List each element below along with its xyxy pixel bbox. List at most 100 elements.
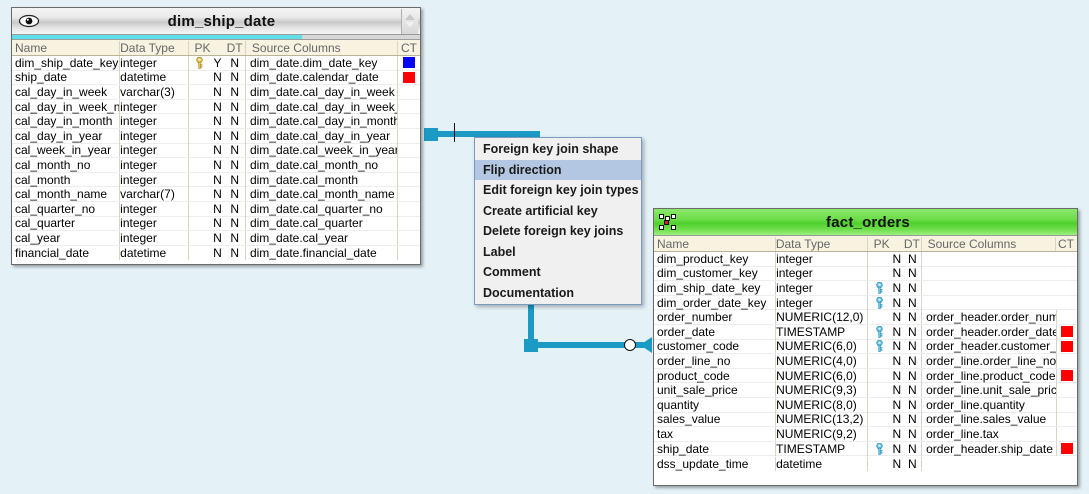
cell-pk-flag: N xyxy=(213,216,222,231)
join-upper-tick xyxy=(454,123,455,142)
change-type-swatch xyxy=(1060,326,1073,338)
cell-key-icon xyxy=(868,296,890,309)
cell-dt-flag: N xyxy=(904,412,923,427)
cell-data-type: integer xyxy=(120,216,189,231)
cell-dt-flag: N xyxy=(224,157,246,172)
menu-item-5[interactable]: Label xyxy=(475,241,641,262)
cell-column-name: cal_month xyxy=(12,172,121,187)
cell-dt-flag: N xyxy=(224,128,246,143)
menu-item-6[interactable]: Comment xyxy=(475,262,641,283)
triangle-up-icon[interactable] xyxy=(405,14,415,20)
cell-pk-flag: N xyxy=(213,201,222,216)
entity-fact-orders[interactable]: fact_orders Name Data Type PK DT Source … xyxy=(653,208,1078,486)
cell-pk-flag: N xyxy=(892,412,902,427)
cell-column-name: cal_month_no xyxy=(12,157,121,172)
menu-item-2[interactable]: Edit foreign key join types xyxy=(475,180,641,201)
cell-column-name: dim_ship_date_key xyxy=(12,55,121,70)
cell-pk-flag: N xyxy=(892,251,902,266)
change-type-swatch xyxy=(403,57,416,69)
cell-dt-flag: N xyxy=(904,324,923,339)
cell-pk-flag: N xyxy=(892,426,902,441)
cell-data-type: varchar(3) xyxy=(120,84,189,99)
menu-item-7[interactable]: Documentation xyxy=(475,282,641,303)
menu-item-4[interactable]: Delete foreign key joins xyxy=(475,221,641,242)
cell-column-name: dim_customer_key xyxy=(654,266,777,281)
cell-column-name: cal_quarter xyxy=(12,216,121,231)
cell-pk-flag: N xyxy=(892,368,902,383)
cell-change-type xyxy=(1057,326,1077,338)
join-lower-line[interactable] xyxy=(532,342,644,348)
join-arrowhead-icon xyxy=(640,337,652,353)
entity-titlebar[interactable]: dim_ship_date xyxy=(12,8,420,35)
cell-column-name: cal_quarter_no xyxy=(12,201,121,216)
cell-source-column: order_line.unit_sale_price xyxy=(922,383,1057,398)
entity-titlebar[interactable]: fact_orders xyxy=(654,209,1077,236)
cell-pk-flag: N xyxy=(892,280,902,295)
menu-item-1[interactable]: Flip direction xyxy=(475,159,641,180)
cell-source-column: dim_date.cal_week_in_year xyxy=(246,143,399,158)
grid-selection-icon[interactable] xyxy=(659,213,677,231)
cell-data-type: integer xyxy=(120,114,189,129)
column-header-pk: PK xyxy=(873,236,890,251)
cell-dt-flag: N xyxy=(224,70,246,85)
menu-item-0[interactable]: Foreign key join shape xyxy=(475,139,641,160)
join-vertical-line[interactable] xyxy=(528,300,534,346)
cell-column-name: cal_month_name xyxy=(12,187,121,202)
grid-handle xyxy=(671,224,676,230)
cell-source-column: dim_date.cal_day_in_week_no xyxy=(246,99,399,114)
join-cardinality-circle[interactable] xyxy=(624,339,636,351)
triangle-down-icon[interactable] xyxy=(405,22,415,28)
cell-change-type xyxy=(1057,443,1077,455)
entity-spinner[interactable] xyxy=(401,8,418,34)
menu-item-3[interactable]: Create artificial key xyxy=(475,200,641,221)
column-header-dt: DT xyxy=(903,236,922,251)
column-header-name: Name xyxy=(12,40,121,55)
eye-icon[interactable] xyxy=(18,14,40,28)
page-title: fact_orders xyxy=(826,213,910,231)
cell-dt-flag: N xyxy=(224,84,246,99)
cell-data-type: integer xyxy=(776,295,869,310)
cell-source-column: order_header.order_date xyxy=(922,324,1057,339)
grid-handle xyxy=(659,224,664,230)
cell-data-type: varchar(7) xyxy=(120,187,189,202)
cell-change-type xyxy=(398,71,420,83)
join-upper-line[interactable] xyxy=(430,131,540,137)
cell-column-name: cal_day_in_year xyxy=(12,128,121,143)
column-header-source: Source Columns xyxy=(246,40,399,55)
cell-source-column: order_header.customer_code xyxy=(922,339,1057,354)
entity-dim-ship-date[interactable]: dim_ship_date Name Data Type PK DT Sourc… xyxy=(11,7,421,265)
cell-column-name: cal_week_in_year xyxy=(12,143,121,158)
cell-column-name: product_code xyxy=(654,368,777,383)
cell-data-type: integer xyxy=(120,128,189,143)
